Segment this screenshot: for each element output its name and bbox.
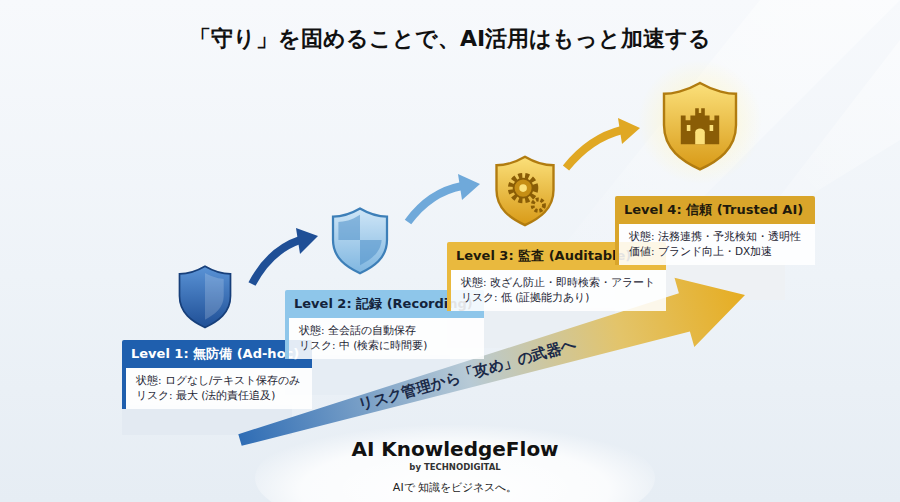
level-step: Level 1: 無防備 (Ad-hoc)状態: ログなし/テキスト保存のみリス… xyxy=(122,340,312,409)
level-body: 状態: 改ざん防止・即時検索・アラートリスク: 低 (証拠能力あり) xyxy=(447,270,666,311)
level-detail: リスク: 中 (検索に時間要) xyxy=(299,338,475,353)
level-detail: リスク: 低 (証拠能力あり) xyxy=(461,290,657,305)
brand-by: by TECHNODIGITAL xyxy=(409,462,500,472)
brand-name: AI KnowledgeFlow xyxy=(351,437,558,461)
level-detail: 状態: 法務連携・予兆検知・透明性 xyxy=(629,229,806,244)
level-heading: Level 4: 信頼 (Trusted AI) xyxy=(615,196,815,224)
tagline: AIで 知識をビジネスへ。 xyxy=(393,480,517,495)
level-detail: 状態: ログなし/テキスト保存のみ xyxy=(136,373,303,388)
title: 「守り」を固めることで、AI活用はもっと加速する xyxy=(0,24,900,54)
level-detail: 価値: ブランド向上・DX加速 xyxy=(629,244,806,259)
level-heading: Level 1: 無防備 (Ad-hoc) xyxy=(122,340,312,368)
level-detail: 状態: 改ざん防止・即時検索・アラート xyxy=(461,275,657,290)
level-step: Level 4: 信頼 (Trusted AI)状態: 法務連携・予兆検知・透明… xyxy=(615,196,815,265)
level-detail: 状態: 全会話の自動保存 xyxy=(299,323,475,338)
level-detail: リスク: 最大 (法的責任追及) xyxy=(136,388,303,403)
level-body: 状態: 法務連携・予兆検知・透明性価値: ブランド向上・DX加速 xyxy=(615,224,815,265)
level-body: 状態: 全会話の自動保存リスク: 中 (検索に時間要) xyxy=(285,318,484,359)
level-body: 状態: ログなし/テキスト保存のみリスク: 最大 (法的責任追及) xyxy=(122,368,312,409)
